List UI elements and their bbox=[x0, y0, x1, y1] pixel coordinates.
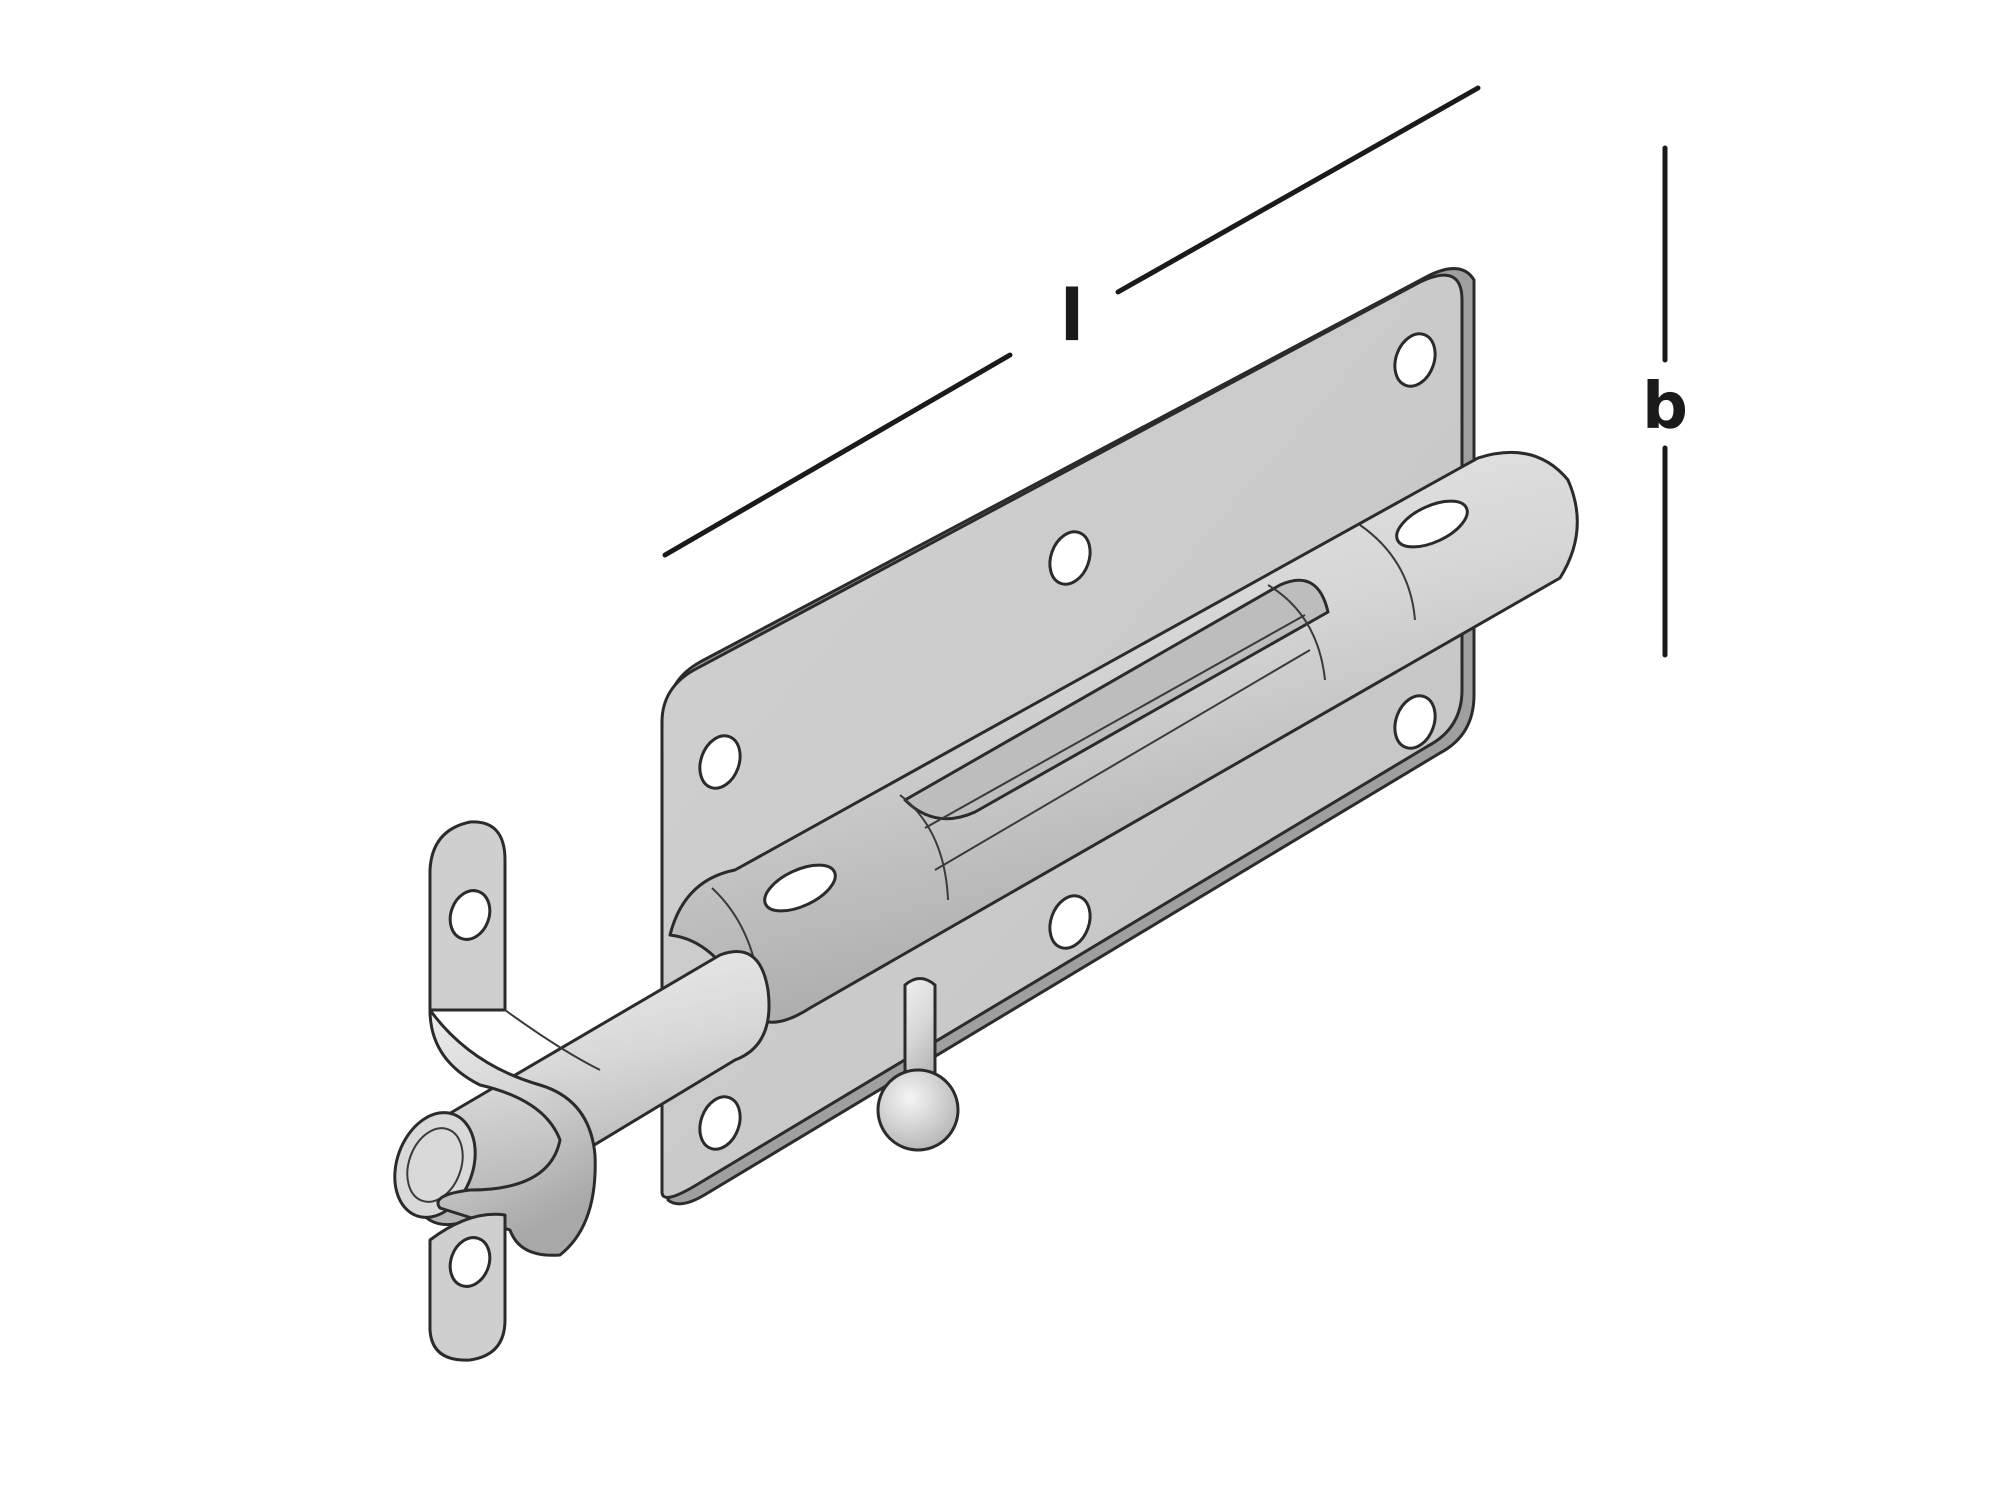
length-dimension: l bbox=[662, 85, 1481, 558]
knob-ball bbox=[876, 1068, 960, 1152]
mounting-hole-1 bbox=[698, 734, 742, 790]
length-dimension-line-lower bbox=[662, 352, 1013, 558]
mounting-hole-2 bbox=[1048, 530, 1092, 586]
length-dimension-line-upper bbox=[1115, 85, 1481, 295]
length-label: l bbox=[1060, 275, 1084, 357]
barrel-housing bbox=[668, 450, 1579, 1024]
strike-keeper bbox=[428, 820, 601, 1362]
sliding-bolt bbox=[393, 950, 771, 1226]
bolt-knob-handle bbox=[876, 977, 960, 1152]
width-dimension: b bbox=[1642, 145, 1688, 658]
mounting-hole-6 bbox=[698, 1095, 742, 1151]
barrel-hole-1 bbox=[763, 863, 837, 913]
keeper-hole-lower bbox=[448, 1236, 492, 1288]
width-label: b bbox=[1642, 370, 1688, 444]
mounting-hole-5 bbox=[1048, 894, 1092, 950]
barrel-hole-2 bbox=[1395, 499, 1469, 549]
mounting-hole-4 bbox=[1393, 694, 1437, 750]
keeper-hole-upper bbox=[448, 889, 492, 941]
mounting-hole-3 bbox=[1393, 332, 1437, 388]
